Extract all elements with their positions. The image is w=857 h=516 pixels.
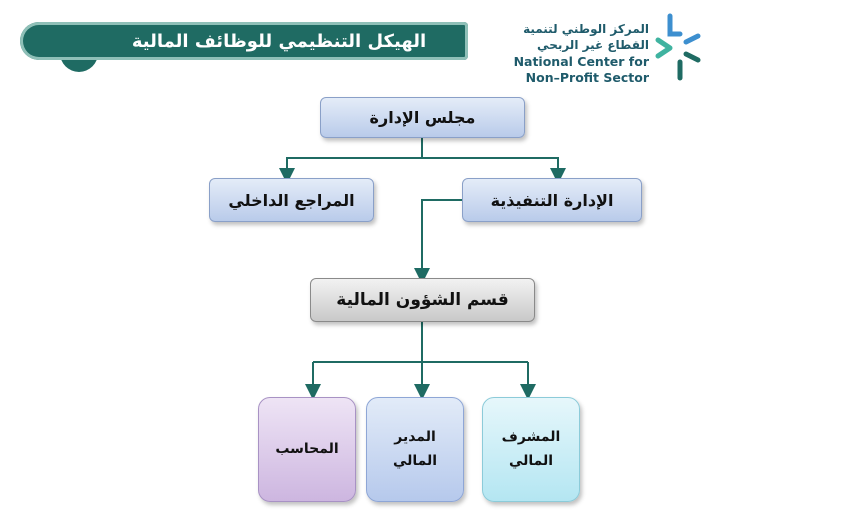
executive-management-box: الإدارة التنفيذية bbox=[462, 178, 642, 222]
ncnp-logo: المركز الوطني لتنمية القطاع غير الربحي N… bbox=[513, 8, 725, 85]
financial-manager-box: المدير المالي bbox=[366, 397, 464, 502]
ncnp-logo-mark-icon bbox=[655, 13, 701, 81]
connector-board-to-audit bbox=[279, 157, 422, 184]
logo-english-line1: National Center for bbox=[513, 54, 649, 69]
logo-english-line2: Non–Profit Sector bbox=[525, 70, 649, 85]
page-title: الهيكل التنظيمي للوظائف المالية bbox=[131, 30, 427, 52]
board-of-directors-box: مجلس الإدارة bbox=[320, 97, 525, 138]
finance-department-box: قسم الشؤون المالية bbox=[310, 278, 535, 322]
connector-board-to-executive bbox=[422, 157, 566, 184]
title-banner: الهيكل التنظيمي للوظائف المالية bbox=[20, 22, 468, 60]
logo-arabic-line2: القطاع غير الربحي bbox=[537, 38, 649, 52]
financial-supervisor-box: المشرف المالي bbox=[482, 397, 580, 502]
internal-audit-box: المراجع الداخلي bbox=[209, 178, 374, 222]
connector-executive-to-finance bbox=[414, 199, 462, 284]
logo-arabic-line1: المركز الوطني لتنمية bbox=[523, 22, 649, 36]
accountant-box: المحاسب bbox=[258, 397, 356, 502]
